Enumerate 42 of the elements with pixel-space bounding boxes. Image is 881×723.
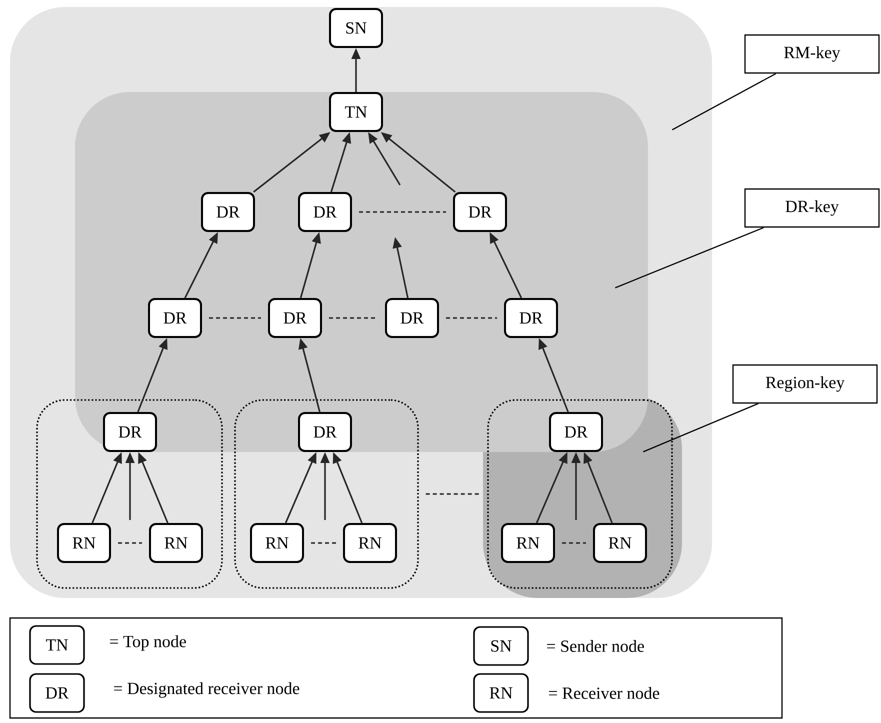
node-box: DR bbox=[103, 412, 157, 452]
node-box: DR bbox=[201, 192, 255, 232]
node-box: DR bbox=[298, 412, 352, 452]
legend-sample-box: RN bbox=[473, 673, 529, 713]
node-box: DR bbox=[148, 298, 202, 338]
leader-line bbox=[672, 73, 776, 130]
dashed-line bbox=[209, 317, 261, 319]
node-box: RN bbox=[593, 523, 647, 563]
node-box: DR bbox=[504, 298, 558, 338]
legend-text: = Receiver node bbox=[549, 687, 660, 699]
dashed-line bbox=[329, 317, 378, 319]
dashed-line bbox=[311, 542, 336, 544]
node-box: RN bbox=[501, 523, 555, 563]
node-box: DR bbox=[549, 412, 603, 452]
node-box: RN bbox=[149, 523, 203, 563]
dotted-group-box bbox=[234, 399, 419, 589]
dashed-line bbox=[118, 542, 142, 544]
dotted-group-box bbox=[36, 399, 223, 589]
leader-line bbox=[614, 227, 764, 288]
node-box: RN bbox=[57, 523, 111, 563]
dashed-line bbox=[426, 493, 480, 495]
node-box: TN bbox=[329, 92, 383, 132]
node-box: RN bbox=[343, 523, 397, 563]
leader-line bbox=[642, 403, 758, 452]
node-box: RN bbox=[250, 523, 304, 563]
key-label-box: DR-key bbox=[744, 188, 880, 228]
legend-text: = Top node bbox=[110, 635, 186, 651]
legend-sample-box: TN bbox=[29, 625, 85, 665]
dashed-line bbox=[446, 317, 497, 319]
legend-text: = Sender node bbox=[547, 640, 644, 652]
key-label-box: RM-key bbox=[744, 34, 880, 74]
node-box: DR bbox=[385, 298, 439, 338]
node-box: DR bbox=[268, 298, 322, 338]
legend-text: = Designated receiver node bbox=[114, 682, 300, 698]
legend-sample-box: SN bbox=[473, 626, 529, 666]
node-box: DR bbox=[453, 192, 507, 232]
key-label-box: Region-key bbox=[732, 364, 878, 404]
legend-sample-box: DR bbox=[29, 673, 85, 713]
dashed-line bbox=[562, 542, 586, 544]
node-box: DR bbox=[298, 192, 352, 232]
node-box: SN bbox=[329, 8, 383, 48]
dashed-line bbox=[359, 211, 446, 213]
